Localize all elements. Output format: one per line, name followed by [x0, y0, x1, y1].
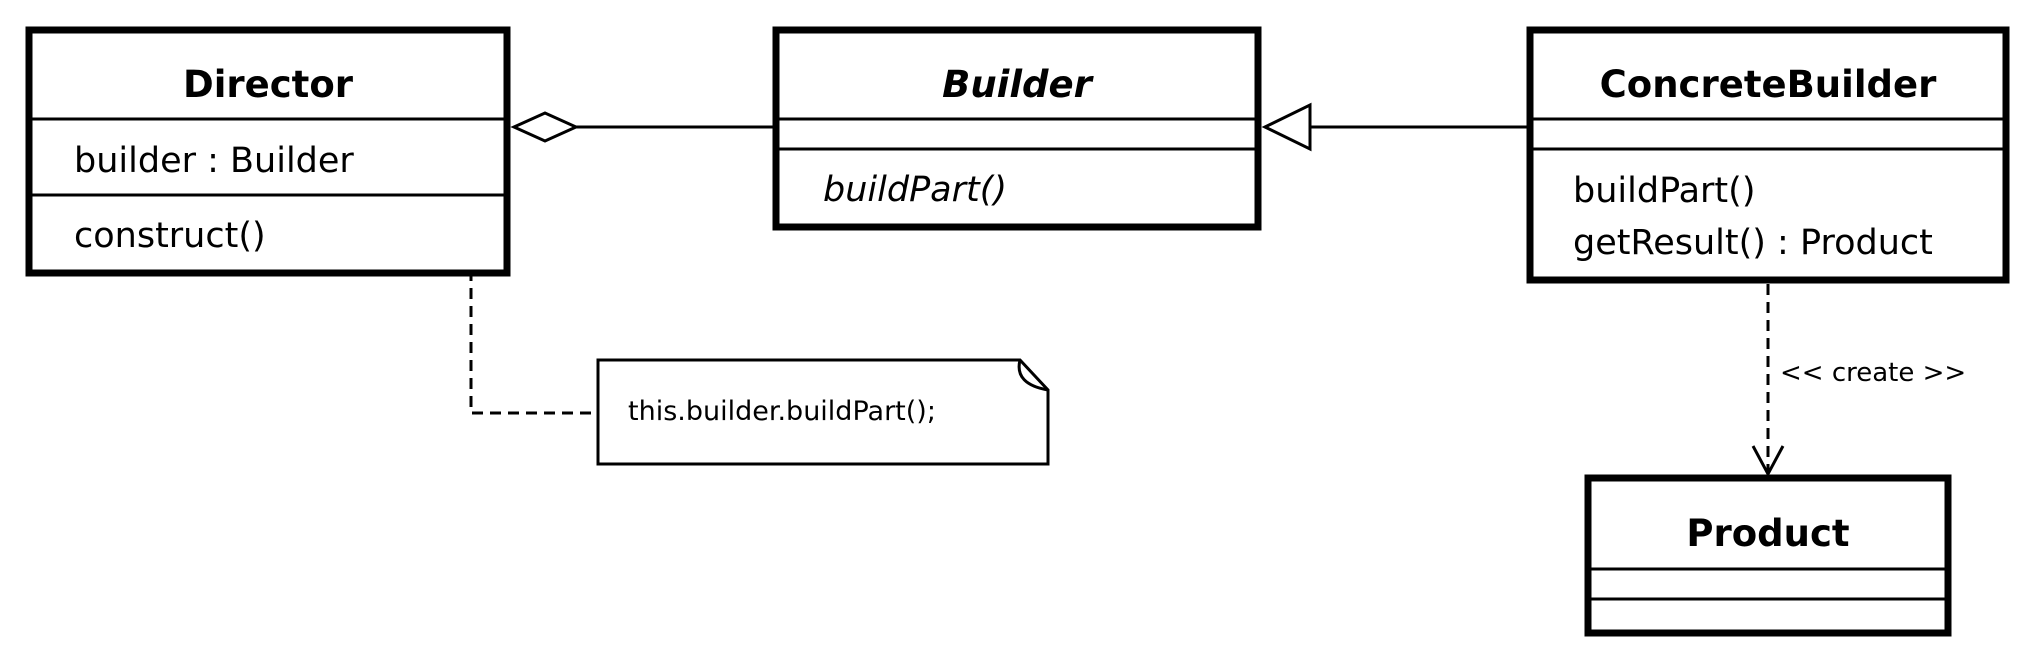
class-director[interactable]: Director builder : Builder construct() — [25, 26, 511, 277]
class-name: Builder — [942, 63, 1094, 106]
note-text: this.builder.buildPart(); — [628, 396, 936, 427]
create-dependency-edge: << create >> — [1751, 284, 1966, 478]
generalization-edge — [1261, 102, 1530, 152]
class-product[interactable]: Product — [1584, 474, 1952, 637]
dependency-arrowhead — [1751, 445, 1785, 478]
operation: buildPart() — [823, 170, 1007, 210]
operation: construct() — [74, 216, 266, 256]
aggregation-diamond — [510, 111, 580, 143]
class-concrete-builder[interactable]: ConcreteBuilder buildPart() getResult() … — [1526, 26, 2010, 284]
attribute: builder : Builder — [74, 141, 354, 181]
operation: getResult() : Product — [1573, 223, 1933, 263]
note-folded-corner — [1017, 359, 1049, 392]
note-body — [596, 358, 1050, 466]
generalization-arrowhead — [1261, 102, 1312, 152]
aggregation-edge — [510, 111, 776, 143]
class-name: Product — [1686, 512, 1849, 555]
class-name: Director — [183, 63, 354, 106]
code-note: this.builder.buildPart(); — [596, 358, 1050, 466]
class-name: ConcreteBuilder — [1600, 63, 1937, 106]
class-builder[interactable]: Builder buildPart() — [772, 26, 1262, 231]
create-stereotype-label: << create >> — [1780, 358, 1966, 388]
operation: buildPart() — [1573, 171, 1755, 211]
